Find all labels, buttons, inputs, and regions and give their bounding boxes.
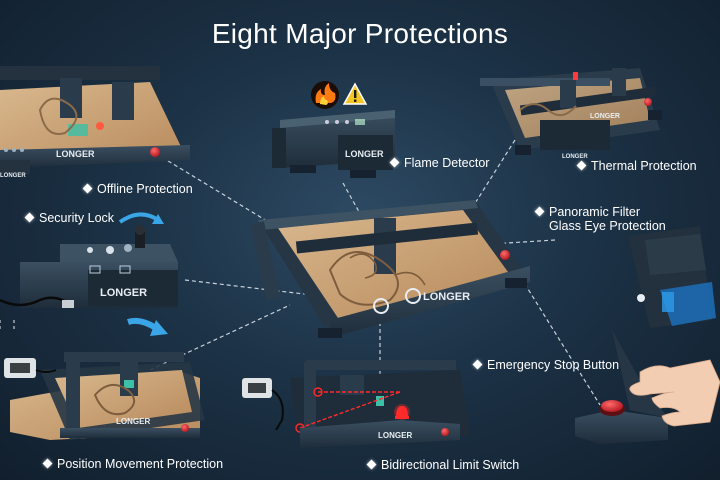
- svg-text:LONGER: LONGER: [562, 154, 588, 160]
- offline-protection-machine: LONGER LONGER: [0, 66, 190, 179]
- rotate-arrow-icon: [118, 212, 164, 224]
- bullet-diamond-icon: [42, 458, 53, 469]
- warning-icon: [342, 82, 368, 105]
- flame-detector-label: Flame Detector: [389, 156, 489, 170]
- security-lock-box: LONGER: [0, 212, 178, 336]
- thermal-protection-machine: LONGER LONGER: [480, 68, 662, 160]
- thermal-protection-label: Thermal Protection: [576, 159, 697, 173]
- bullet-diamond-icon: [534, 206, 545, 217]
- emergency-stop-label: Emergency Stop Button: [472, 358, 619, 372]
- bullet-diamond-icon: [24, 212, 35, 223]
- brand-logo-center: LONGER: [405, 288, 470, 304]
- svg-text:LONGER: LONGER: [116, 417, 150, 426]
- flame-icon: [311, 81, 339, 109]
- svg-text:LONGER: LONGER: [423, 291, 470, 303]
- bullet-diamond-icon: [82, 183, 93, 194]
- position-movement-machine: LONGER: [0, 320, 205, 440]
- panoramic-filter-unit: [628, 226, 716, 328]
- page-title: Eight Major Protections: [211, 18, 509, 49]
- limit-switch-machine: LONGER: [242, 360, 470, 448]
- svg-text:LONGER: LONGER: [0, 173, 26, 179]
- limit-switch-label: Bidirectional Limit Switch: [366, 458, 519, 472]
- svg-text:LONGER: LONGER: [100, 287, 147, 299]
- flame-detector-module: LONGER: [272, 81, 395, 178]
- bullet-diamond-icon: [576, 160, 587, 171]
- central-engraver-machine: LONGER: [250, 200, 530, 338]
- offline-protection-label: Offline Protection: [82, 182, 193, 196]
- panoramic-filter-label: Panoramic Filter Glass Eye Protection: [534, 205, 666, 233]
- svg-text:LONGER: LONGER: [378, 431, 412, 440]
- svg-text:LONGER: LONGER: [345, 149, 384, 159]
- bullet-diamond-icon: [472, 359, 483, 370]
- position-movement-label: Position Movement Protection: [42, 457, 223, 471]
- security-lock-label: Security Lock: [24, 211, 114, 225]
- alarm-light-icon: [394, 404, 410, 420]
- svg-text:LONGER: LONGER: [56, 149, 95, 159]
- bullet-diamond-icon: [389, 157, 400, 168]
- bullet-diamond-icon: [366, 459, 377, 470]
- emergency-stop-unit: [575, 330, 720, 444]
- svg-text:LONGER: LONGER: [590, 113, 620, 120]
- hand-icon: [629, 359, 720, 427]
